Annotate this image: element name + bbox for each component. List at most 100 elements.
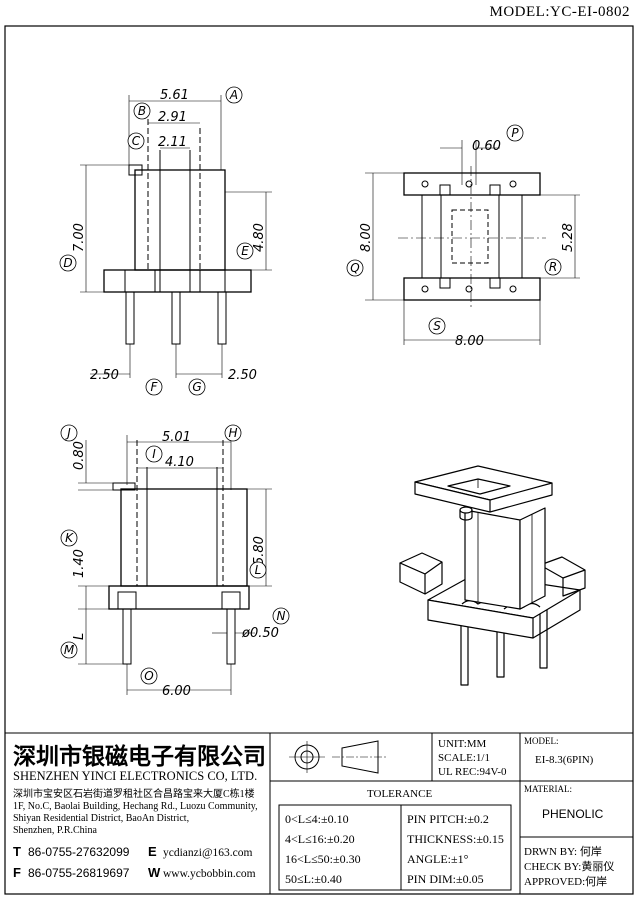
- callout-s: S: [433, 319, 441, 333]
- dim-5-80: 5.80: [252, 536, 267, 565]
- side-top-tab: [112, 482, 136, 491]
- callout-circle-i: [145, 445, 163, 463]
- address-line-4: Shenzhen, P.R.China: [13, 825, 97, 836]
- tolerance-row-1: 0<L≤4:±0.10: [285, 812, 349, 826]
- material-label: MATERIAL:: [524, 784, 572, 794]
- tolerance-row-2: 4<L≤16:±0.20: [285, 832, 355, 846]
- pin-pitch: PIN PITCH:±0.2: [407, 812, 489, 826]
- side-base: [108, 585, 250, 610]
- callout-n: N: [277, 609, 286, 623]
- dim-8-00-horizontal: 8.00: [455, 334, 484, 349]
- callout-circle-m: [60, 641, 78, 659]
- callout-q: Q: [350, 261, 359, 275]
- side-base-block: [221, 591, 241, 610]
- dim-4-80: 4.80: [252, 223, 267, 252]
- hole: [465, 285, 473, 293]
- dim-5-28: 5.28: [561, 223, 576, 252]
- callout-h: H: [228, 426, 237, 440]
- iso-tab-side: [459, 510, 473, 521]
- email-value: ycdianzi@163.com: [163, 847, 253, 859]
- iso-tab: [459, 506, 473, 514]
- side-pin-1: [122, 608, 132, 665]
- address-line-2: 1F, No.C, Baolai Building, Hechang Rd., …: [13, 801, 258, 812]
- sheet-frame: [4, 25, 634, 895]
- callout-circle-a: [225, 86, 243, 104]
- callout-circle-o: [140, 667, 158, 685]
- company-name-cn: 深圳市银磁电子有限公司: [13, 743, 266, 769]
- front-top-tab: [128, 164, 143, 176]
- callout-e: E: [241, 244, 249, 258]
- callout-g: G: [192, 380, 201, 394]
- pin-dim: PIN DIM:±0.05: [407, 872, 484, 886]
- tolerance-title: TOLERANCE: [367, 788, 432, 800]
- callout-l: L: [255, 563, 262, 577]
- dim-1-40: 1.40: [72, 549, 87, 578]
- callout-p: P: [511, 126, 519, 140]
- hole: [465, 180, 473, 188]
- callout-circle-r: [544, 258, 562, 276]
- unit-text: UNIT:MM: [438, 738, 487, 750]
- callout-circle-h: [224, 424, 242, 442]
- dim-8-00-vertical: 8.00: [359, 223, 374, 252]
- drawn-by: DRWN BY: 何岸: [524, 845, 602, 858]
- iso-base-arm-right: [539, 556, 586, 579]
- iso-body-front: [464, 509, 521, 610]
- check-by: CHECK BY:黄丽仪: [524, 859, 614, 873]
- model-label: MODEL:: [489, 4, 550, 20]
- callout-j: J: [65, 426, 71, 440]
- front-pin-3: [217, 291, 227, 345]
- tel-number: 86-0755-27632099: [28, 845, 130, 859]
- projection-cone: [341, 740, 379, 774]
- callout-c: C: [132, 134, 141, 148]
- iso-base-side: [532, 590, 581, 639]
- dim-0-80: 0.80: [72, 441, 87, 470]
- model-value: YC-EI-0802: [550, 4, 630, 20]
- hole: [509, 285, 517, 293]
- top-core-window: [440, 194, 500, 279]
- callout-circle-j: [60, 424, 78, 442]
- callout-circle-q: [346, 259, 364, 277]
- callout-m: M: [64, 643, 75, 657]
- callout-circle-l: [249, 561, 267, 579]
- front-view: [80, 95, 272, 378]
- ul-rec-text: UL REC:94V-0: [438, 766, 507, 778]
- top-core-dash: [451, 209, 489, 264]
- dim-2-50-right: 2.50: [228, 368, 257, 383]
- callout-o: O: [144, 669, 153, 683]
- tolerance-row-4: 50≤L:±0.40: [285, 872, 342, 886]
- callout-i: I: [152, 447, 156, 461]
- top-middle-body: [421, 194, 523, 279]
- dim-5-01: 5.01: [162, 430, 191, 445]
- dim-0-60: 0.60: [472, 139, 501, 154]
- iso-top-flange-front: [414, 481, 491, 513]
- address-line-3: Shiyan Residential District, BaoAn Distr…: [13, 813, 189, 824]
- web-value: www.ycbobbin.com: [163, 868, 256, 880]
- callout-circle-e: [236, 242, 254, 260]
- callout-circle-c: [127, 132, 145, 150]
- title-block: [5, 732, 633, 894]
- side-view: [78, 435, 272, 695]
- front-pin-1: [125, 291, 135, 345]
- address-line-1: 深圳市宝安区石岩街道罗租社区合昌路宝来大厦C栋1楼: [13, 787, 255, 800]
- angle: ANGLE:±1°: [407, 852, 469, 866]
- iso-core-window: [447, 478, 511, 495]
- dim-5-61: 5.61: [160, 88, 189, 103]
- side-pin-2: [226, 608, 236, 665]
- web-label: W: [148, 865, 161, 880]
- tb-model-value: EI-8.3(6PIN): [535, 754, 594, 766]
- dim-6-00: 6.00: [162, 684, 191, 699]
- iso-body-side: [519, 507, 546, 610]
- callout-d: D: [63, 256, 72, 270]
- callout-circle-n: [272, 607, 290, 625]
- approved-by: APPROVED:何岸: [524, 875, 607, 888]
- notch: [489, 184, 501, 195]
- dim-2-91: 2.91: [158, 110, 187, 125]
- tb-tolerance-box: [278, 804, 512, 891]
- iso-base-arm-right-side: [562, 570, 586, 597]
- notch: [439, 278, 451, 289]
- callout-circle-s: [428, 317, 446, 335]
- callout-circle-p: [506, 124, 524, 142]
- model-title: MODEL:YC-EI-0802: [490, 4, 631, 21]
- hole: [421, 285, 429, 293]
